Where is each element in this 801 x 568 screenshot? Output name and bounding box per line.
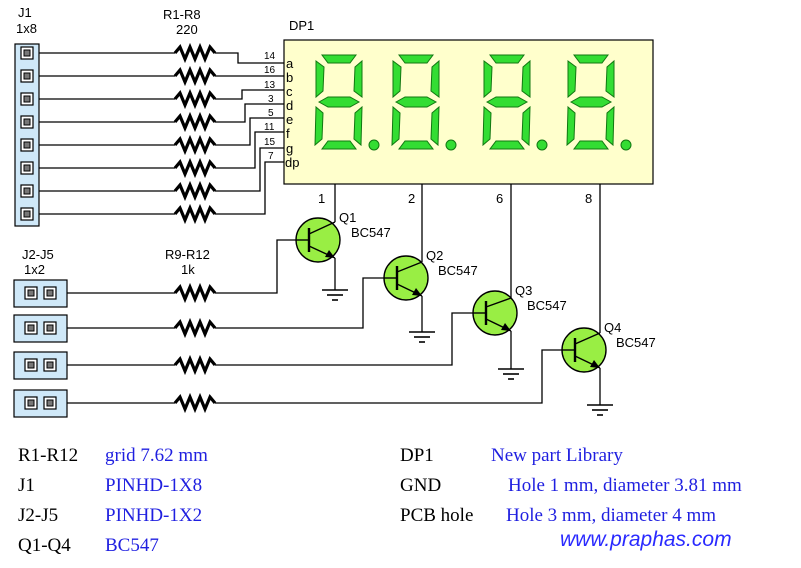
dp1-ref: DP1 — [289, 18, 314, 33]
legend-row: New part Library — [491, 445, 623, 467]
legend-key: DP1 — [400, 445, 434, 466]
legend-row: PCB hole — [400, 505, 473, 527]
digit-pin-numbers: 1 2 6 8 — [318, 191, 592, 206]
pin-number: 13 — [264, 80, 276, 91]
j1-ref: J1 — [18, 5, 32, 20]
q3-ref: Q3 — [515, 283, 532, 298]
display-pin-numbers: 14 16 13 3 5 11 15 7 — [264, 51, 276, 162]
pin-number: 14 — [264, 51, 276, 62]
base-wiring — [67, 239, 562, 404]
legend-value: Hole 1 mm, diameter 3.81 mm — [508, 475, 742, 496]
legend-key: GND — [400, 475, 442, 496]
r1-r8-value: 220 — [176, 22, 198, 37]
r9-r12-value: 1k — [181, 262, 195, 277]
website-link[interactable]: www.praphas.com — [560, 528, 732, 551]
legend-value: BC547 — [105, 535, 159, 556]
j2-j5-headers — [13, 279, 68, 418]
legend-row: J1 — [18, 475, 35, 497]
digit-pin: 1 — [318, 191, 325, 206]
legend-row: Q1-Q4 — [18, 535, 71, 557]
legend-row: DP1 — [400, 445, 434, 467]
segment-label: g — [286, 141, 293, 156]
digit-pin: 6 — [496, 191, 503, 206]
legend-row: PINHD-1X8 — [105, 475, 202, 497]
legend-value: PINHD-1X8 — [105, 475, 203, 496]
r9-r12-ref: R9-R12 — [165, 247, 210, 262]
j2-j5-ref: J2-J5 — [22, 247, 54, 262]
segment-labels: a b c d e f g dp — [285, 56, 299, 170]
transistor-q3 — [472, 290, 525, 380]
pin-number: 5 — [268, 108, 274, 119]
q3-model: BC547 — [527, 298, 567, 313]
legend-key: J2-J5 — [18, 505, 59, 526]
digit-pin: 2 — [408, 191, 415, 206]
legend-key: J1 — [18, 475, 35, 496]
q2-ref: Q2 — [426, 248, 443, 263]
legend-row: J2-J5 — [18, 505, 58, 527]
digit-pin: 8 — [585, 191, 592, 206]
legend-key: R1-R12 — [18, 445, 79, 466]
legend-key: PCB hole — [400, 505, 474, 526]
j1-value: 1x8 — [16, 21, 37, 36]
transistor-q1 — [295, 217, 349, 301]
r1-r8-ref: R1-R8 — [163, 7, 201, 22]
pin-number: 16 — [264, 65, 276, 76]
legend-row: GND — [400, 475, 441, 497]
segment-label: b — [286, 70, 293, 85]
legend-value: grid 7.62 mm — [105, 445, 208, 466]
segment-label: dp — [285, 155, 299, 170]
legend-key: Q1-Q4 — [18, 535, 71, 556]
transistor-q4 — [561, 327, 614, 416]
pin-number: 11 — [264, 122, 275, 133]
legend-value: PINHD-1X2 — [105, 505, 203, 526]
legend-row: Hole 1 mm, diameter 3.81 mm — [508, 475, 742, 497]
segment-label: d — [286, 98, 293, 113]
legend-value: Hole 3 mm, diameter 4 mm — [506, 505, 717, 526]
segment-wiring — [39, 52, 285, 215]
j2-j5-value: 1x2 — [24, 262, 45, 277]
legend-row: PINHD-1X2 — [105, 505, 202, 527]
q4-ref: Q4 — [604, 320, 621, 335]
q2-model: BC547 — [438, 263, 478, 278]
segment-label: c — [286, 84, 293, 99]
pin-number: 15 — [264, 137, 276, 148]
pin-number: 7 — [268, 151, 274, 162]
q1-model: BC547 — [351, 225, 391, 240]
legend-row: BC547 — [105, 535, 159, 557]
legend-value: New part Library — [491, 445, 623, 466]
r9-r12-resistors — [173, 285, 217, 411]
transistor-q2 — [383, 255, 436, 343]
segment-label: a — [286, 56, 294, 71]
display-body — [283, 39, 654, 185]
digit-lines — [334, 184, 601, 333]
q4-model: BC547 — [616, 335, 656, 350]
legend-row: grid 7.62 mm — [105, 445, 208, 467]
pin-number: 3 — [268, 94, 274, 105]
r1-r8-resistors — [173, 45, 217, 222]
q1-ref: Q1 — [339, 210, 356, 225]
segment-label: f — [286, 126, 290, 141]
j1-header — [14, 43, 40, 227]
legend-row: Hole 3 mm, diameter 4 mm — [506, 505, 716, 527]
segment-label: e — [286, 112, 293, 127]
legend-row: R1-R12 — [18, 445, 78, 467]
